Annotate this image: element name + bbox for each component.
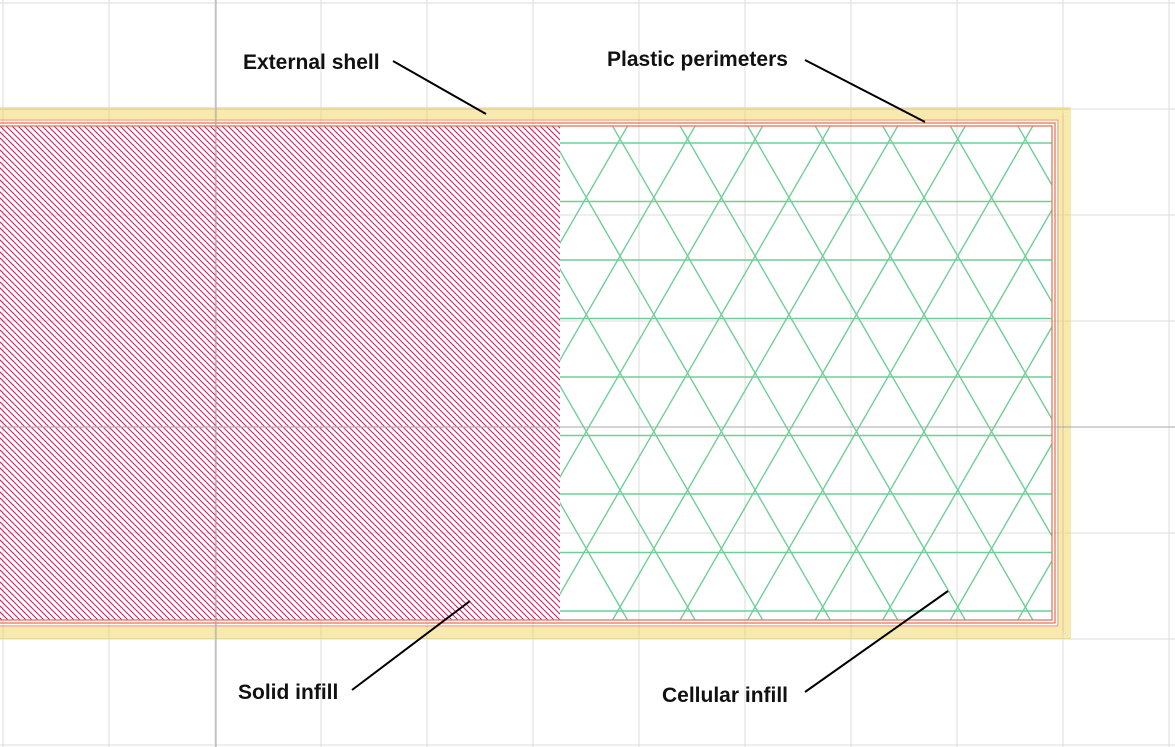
cellular-infill-line — [949, 442, 1052, 620]
cellular-infill-line — [814, 208, 1052, 620]
cellular-infill-line — [560, 126, 696, 362]
cellular-infill-label: Cellular infill — [662, 684, 788, 707]
cellular-infill-line — [560, 126, 764, 479]
cellular-infill-line — [949, 126, 1052, 304]
solid-infill-region — [0, 126, 560, 620]
leader-lines — [351, 59, 949, 693]
cellular-infill-line — [1017, 126, 1052, 187]
external-shell-ring — [0, 109, 1069, 637]
external-shell-leader — [392, 60, 487, 115]
cellular-infill-line — [747, 126, 1034, 620]
cellular-infill-line — [611, 126, 899, 620]
cellular-infill-region — [560, 126, 1175, 620]
plastic-perimeters — [0, 119, 1059, 627]
cellular-infill-line — [560, 384, 696, 620]
perimeter-ring — [0, 125, 1053, 621]
external-shell-ring — [0, 117, 1061, 629]
cellular-infill-line — [560, 126, 629, 245]
solid-infill-leader — [351, 600, 471, 691]
external-shell-label: External shell — [243, 51, 380, 74]
external-shell-ring — [0, 111, 1067, 635]
plastic-perimeters-leader — [804, 59, 926, 123]
cellular-infill-line — [560, 501, 629, 620]
external-shell-ring — [0, 107, 1071, 639]
external-shell-ring — [0, 113, 1065, 633]
cellular-infill-line — [679, 126, 966, 620]
cellular-infill-line — [560, 126, 831, 596]
external-shell — [0, 107, 1071, 639]
cellular-infill-line — [1085, 126, 1175, 620]
cellular-infill-line — [1017, 559, 1052, 620]
perimeter-ring — [0, 122, 1056, 624]
cellular-infill-line — [1085, 126, 1175, 620]
perimeter-ring — [0, 119, 1059, 627]
plastic-perimeters-label: Plastic perimeters — [607, 48, 788, 71]
cellular-infill-line — [1153, 126, 1175, 620]
solid-infill-label: Solid infill — [238, 681, 338, 704]
external-shell-ring — [0, 115, 1063, 631]
cellular-infill-line — [882, 325, 1052, 620]
cellular-infill-leader — [804, 590, 949, 693]
cellular-infill-line — [1153, 126, 1175, 620]
